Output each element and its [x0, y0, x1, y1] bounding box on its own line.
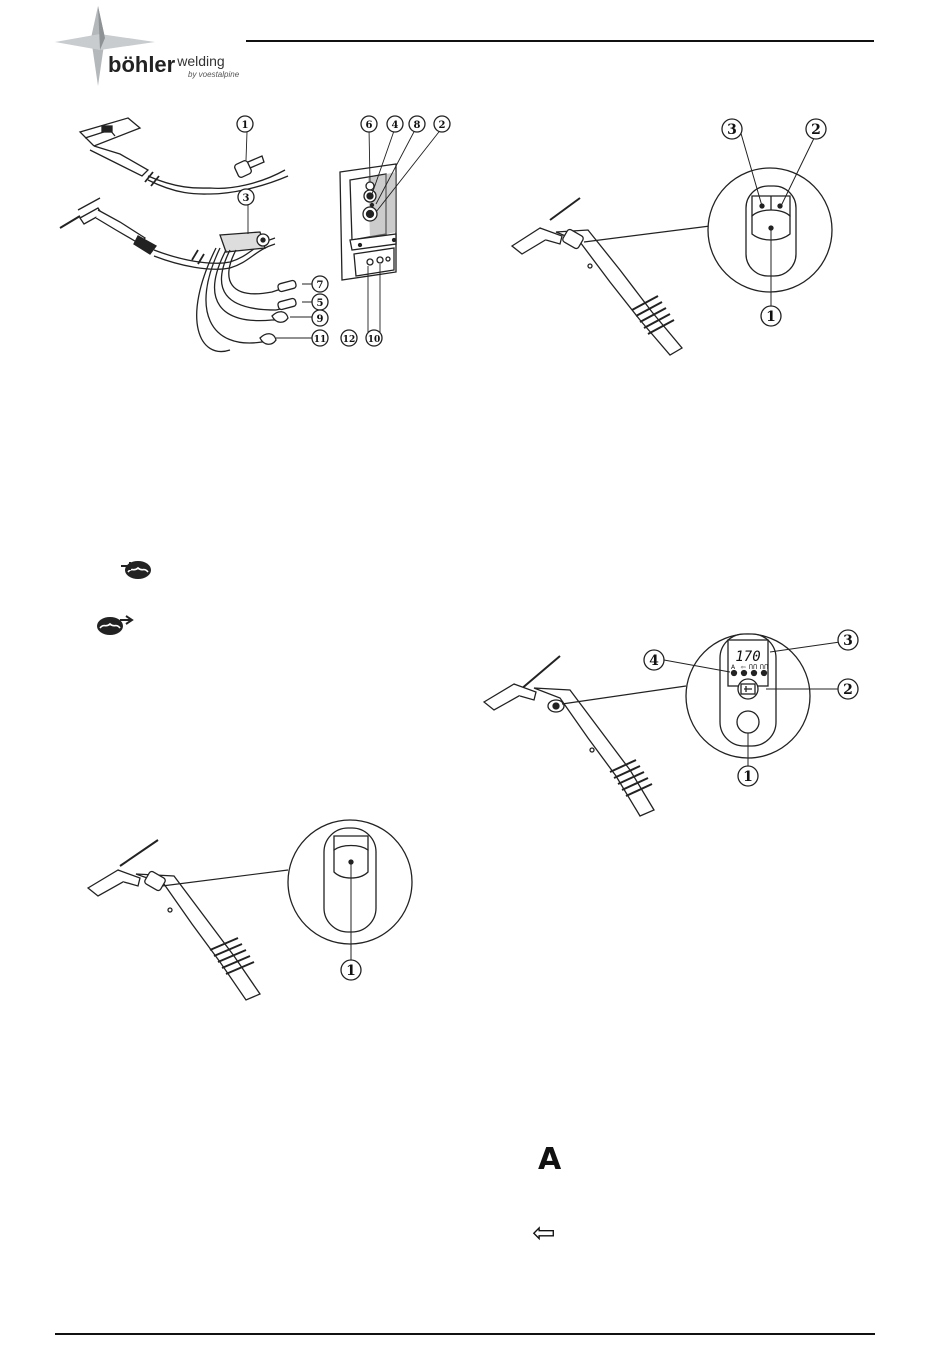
indicator-label-pulse-2: ᑎᑎ — [760, 664, 769, 671]
torch-display-drawing — [484, 656, 686, 816]
indicator-label-arrow: ⇦ — [740, 664, 745, 671]
callout-2: 2 — [843, 682, 853, 698]
callout-9: 9 — [317, 314, 324, 325]
zoom-circle-updown — [708, 168, 832, 292]
callout-2: 2 — [811, 122, 821, 138]
torch-single-drawing — [88, 840, 288, 1000]
callout-2: 2 — [439, 120, 446, 131]
torch-updown-drawing — [512, 198, 710, 355]
pulse-down-symbol-icon — [94, 612, 134, 638]
arrow-symbol: ⇦ — [532, 1216, 555, 1250]
brand-name: böhler — [108, 52, 175, 77]
fig-torch-updown: 3 2 1 — [500, 110, 850, 370]
callout-5: 5 — [317, 298, 324, 309]
callout-8: 8 — [414, 120, 421, 131]
fig-torch-display: 4 3 2 1 A ⇦ ᑎᑎ ᑎᑎ 170 — [480, 620, 870, 830]
indicator-label-pulse-1: ᑎᑎ — [749, 664, 758, 671]
callout-group-connections: 1 3 7 5 9 11 6 4 8 2 12 10 — [50, 110, 470, 360]
callout-10: 10 — [368, 335, 381, 345]
footer-rule — [55, 1333, 875, 1335]
amp-symbol: A — [538, 1142, 561, 1178]
callout-3: 3 — [727, 122, 737, 138]
header-rule — [246, 40, 874, 42]
brand-suffix: welding — [177, 53, 224, 69]
callout-3: 3 — [243, 193, 250, 204]
callout-4: 4 — [649, 653, 659, 669]
callout-1: 1 — [743, 769, 753, 785]
fig-connections: 1 3 7 5 9 11 6 4 8 2 12 10 — [50, 110, 470, 360]
pulse-up-symbol-icon — [118, 556, 154, 582]
callout-4: 4 — [392, 120, 399, 131]
zoom-circle-single — [288, 820, 412, 944]
callout-11: 11 — [314, 335, 327, 345]
callout-7: 7 — [317, 280, 324, 291]
callout-1: 1 — [346, 963, 356, 979]
callout-1: 1 — [242, 120, 249, 131]
callout-3: 3 — [843, 633, 853, 649]
display-value: 170 — [735, 649, 760, 665]
fig-torch-single: 1 — [80, 810, 420, 1010]
callout-6: 6 — [366, 120, 373, 131]
brand-subline: by voestalpine — [188, 70, 239, 79]
callout-1: 1 — [766, 309, 776, 325]
callout-12: 12 — [343, 335, 356, 345]
